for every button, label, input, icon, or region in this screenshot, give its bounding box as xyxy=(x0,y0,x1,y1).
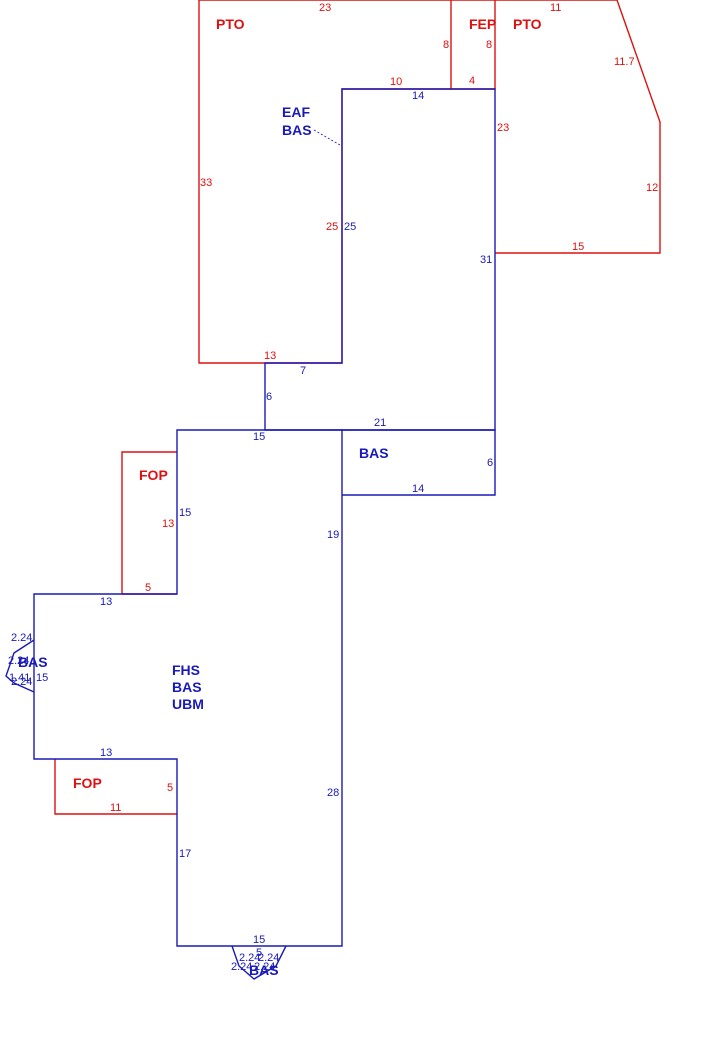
dim-bas-14-top: 14 xyxy=(412,90,424,102)
dim-pto-left-side: 33 xyxy=(200,177,212,189)
dim-bay-b-2-24-d: 2.24 xyxy=(254,961,275,973)
dim-bas-25: 25 xyxy=(344,221,356,233)
dim-bas-28: 28 xyxy=(327,787,339,799)
dim-pto-right-11-7: 11.7 xyxy=(614,56,635,68)
dim-bas-31: 31 xyxy=(480,254,492,266)
pto-left-outline xyxy=(198,0,452,364)
dim-pto-top: 23 xyxy=(319,2,331,14)
ubm-label: UBM xyxy=(172,696,204,712)
dim-bas-6-stem: 6 xyxy=(266,391,272,403)
bas-left-label: BAS xyxy=(18,654,48,670)
dim-pto-right-23: 23 xyxy=(497,122,509,134)
dim-bas-13-upper: 13 xyxy=(100,596,112,608)
dim-bay-b-5: 5 xyxy=(256,947,262,959)
dim-pto-right-12: 12 xyxy=(646,182,658,194)
dim-pto-right-11: 11 xyxy=(550,2,561,14)
fop-lower-label: FOP xyxy=(73,775,102,791)
bas-bottom-label: BAS xyxy=(249,962,279,978)
fop-upper-label: FOP xyxy=(139,467,168,483)
dim-pto-10: 10 xyxy=(390,76,402,88)
eaf-leader-line xyxy=(313,129,341,146)
dim-pto-fep-8: 8 xyxy=(443,39,449,51)
dim-bas-15-bottom: 15 xyxy=(253,934,265,946)
dim-bas-17: 17 xyxy=(179,848,191,860)
bay-left-outline xyxy=(5,639,35,693)
dim-fep-8: 8 xyxy=(486,39,492,51)
dim-bas-7: 7 xyxy=(300,365,306,377)
dim-bas-mid-14: 14 xyxy=(412,483,424,495)
bas-main-label: BAS xyxy=(172,679,202,695)
bay-bottom-outline xyxy=(231,945,287,980)
bas-mid-label: BAS xyxy=(359,445,389,461)
dim-bay-b-2-24-a: 2.24 xyxy=(239,952,260,964)
dim-bas-19: 19 xyxy=(327,529,339,541)
bas-top-label: BAS xyxy=(282,122,312,138)
dim-bas-21: 21 xyxy=(374,417,386,429)
dim-bay-2-24-a: 2.24 xyxy=(11,632,32,644)
pto-right-label: PTO xyxy=(513,16,542,32)
dim-bas-13-lower: 13 xyxy=(100,747,112,759)
fhs-label: FHS xyxy=(172,662,200,678)
pto-right-outline xyxy=(495,0,661,254)
dim-fop-13: 13 xyxy=(162,518,174,530)
dim-pto-right-15: 15 xyxy=(572,241,584,253)
dim-bas-15-top: 15 xyxy=(253,431,265,443)
dim-bay-2-24-b: 2.24 xyxy=(8,655,29,667)
dim-bay-2-24-c: 2.24 xyxy=(11,676,32,688)
dim-fep-4: 4 xyxy=(469,75,475,87)
eaf-label: EAF xyxy=(282,104,310,120)
dim-bay-1-41: 1.41 xyxy=(9,672,30,684)
dim-bas-mid-6: 6 xyxy=(487,457,493,469)
fop-lower-outline xyxy=(54,759,177,815)
dim-bay-15: 15 xyxy=(36,672,48,684)
bas-upper-outline xyxy=(264,88,496,431)
dim-bay-b-2-24-c: 2.24 xyxy=(231,961,252,973)
dim-pto-13: 13 xyxy=(264,350,276,362)
dim-fop-5: 5 xyxy=(145,582,151,594)
pto-left-label: PTO xyxy=(216,16,245,32)
bas-main-outline xyxy=(33,429,343,947)
dim-fop-lower-11: 11 xyxy=(110,802,121,814)
dim-pto-25: 25 xyxy=(326,221,338,233)
dim-bas-15-side: 15 xyxy=(179,507,191,519)
dim-fop-lower-5: 5 xyxy=(167,782,173,794)
fep-label: FEP xyxy=(469,16,496,32)
bas-mid-outline xyxy=(342,429,496,496)
dim-bay-b-2-24-b: 2.24 xyxy=(258,952,279,964)
